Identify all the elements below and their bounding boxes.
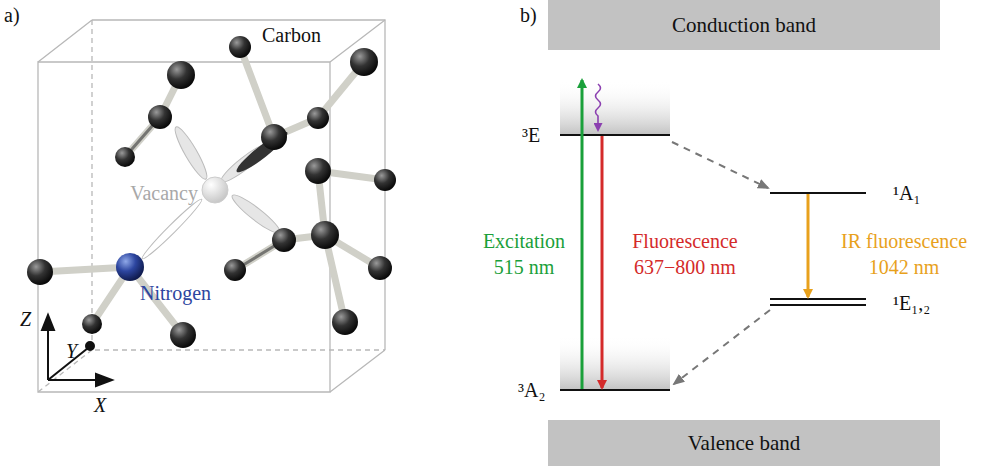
- axis-label: X: [94, 392, 106, 418]
- band-label: Conduction band: [672, 13, 816, 38]
- conduction-band: Conduction band: [548, 0, 940, 50]
- atom-label: Carbon: [262, 22, 321, 48]
- atom-label: Nitrogen: [140, 280, 211, 306]
- transition-label: Fluorescence 637−800 nm: [618, 228, 752, 280]
- valence-band: Valence band: [548, 420, 940, 466]
- axis-label: Z: [20, 306, 31, 332]
- level-label: ³A₂: [518, 377, 545, 403]
- band-label: Valence band: [688, 431, 801, 456]
- panel-letter: a): [4, 2, 20, 28]
- atom-label: Vacancy: [130, 180, 198, 206]
- panel-letter: b): [520, 2, 537, 28]
- level-label: ¹E₁,₂: [893, 290, 930, 316]
- level-label: ³E: [522, 122, 540, 148]
- transition-label: Excitation 515 nm: [472, 228, 576, 280]
- axis-label: Y: [66, 338, 77, 364]
- level-label: ¹A₁: [893, 180, 920, 206]
- transition-label: IR fluorescence 1042 nm: [828, 228, 980, 280]
